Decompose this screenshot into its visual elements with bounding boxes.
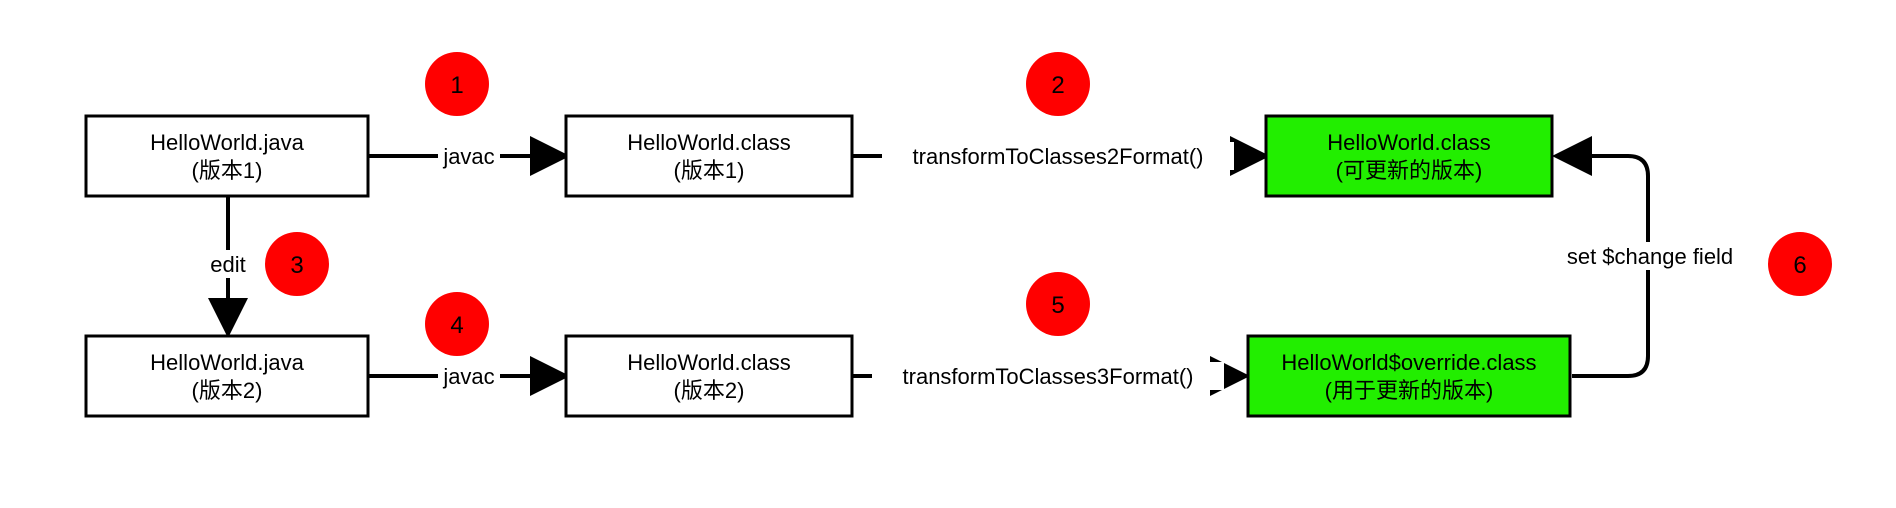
step-badge-2-circle [1026, 52, 1090, 116]
step-badge-1-number: 1 [450, 72, 463, 99]
node-class-v1-subtitle: (版本1) [674, 158, 745, 183]
node-class-v2: HelloWorld.class (版本2) [564, 334, 854, 418]
edge-transform-3-label: transformToClasses3Format() [903, 364, 1194, 389]
step-badge-3: 3 [265, 232, 329, 296]
edge-edit: edit [202, 196, 254, 338]
edge-set-change: set $change field [1548, 136, 1750, 378]
node-java-v1-subtitle: (版本1) [192, 158, 263, 183]
node-java-v1-box [84, 114, 370, 198]
node-class-v2-subtitle: (版本2) [674, 378, 745, 403]
edge-transform-2-label: transformToClasses2Format() [913, 144, 1204, 169]
node-class-v1: HelloWorld.class (版本1) [564, 114, 854, 198]
node-override-class-subtitle: (用于更新的版本) [1325, 378, 1494, 403]
node-java-v2: HelloWorld.java (版本2) [84, 334, 370, 418]
node-class-updatable-box [1264, 114, 1554, 198]
edge-javac-1-label: javac [442, 144, 494, 169]
step-badge-5-circle [1026, 272, 1090, 336]
step-badge-5: 5 [1026, 272, 1090, 336]
step-badge-3-number: 3 [290, 252, 303, 279]
edges: javac transformToClasses2Format() edit j… [202, 136, 1750, 396]
edge-set-change-label-bg [1548, 242, 1750, 270]
edge-transform-2-label-bg [882, 142, 1234, 170]
edge-edit-label: edit [210, 252, 245, 277]
node-class-v2-box [564, 334, 854, 418]
step-badge-2-number: 2 [1051, 72, 1064, 99]
step-badge-6: 6 [1768, 232, 1832, 296]
node-class-v2-title: HelloWorld.class [627, 350, 790, 375]
node-class-v1-title: HelloWorld.class [627, 130, 790, 155]
node-java-v2-subtitle: (版本2) [192, 378, 263, 403]
node-java-v2-title: HelloWorld.java [150, 350, 304, 375]
edge-javac-2-label: javac [442, 364, 494, 389]
node-class-updatable-title: HelloWorld.class [1327, 130, 1490, 155]
edge-javac-2: javac [368, 356, 570, 396]
step-badges: 1 2 3 4 5 6 [265, 52, 1832, 356]
edge-javac-1: javac [368, 136, 570, 176]
step-badge-4-circle [425, 292, 489, 356]
step-badge-3-circle [265, 232, 329, 296]
edge-transform-3: transformToClasses3Format() [853, 356, 1250, 396]
step-badge-4: 4 [425, 292, 489, 356]
node-override-class: HelloWorld$override.class (用于更新的版本) [1246, 334, 1572, 418]
node-java-v1-title: HelloWorld.java [150, 130, 304, 155]
edge-javac-2-label-bg [438, 362, 500, 390]
step-badge-5-number: 5 [1051, 292, 1064, 319]
step-badge-6-number: 6 [1793, 252, 1806, 279]
node-java-v2-box [84, 334, 370, 418]
step-badge-1: 1 [425, 52, 489, 116]
node-override-class-box [1246, 334, 1572, 418]
node-java-v1: HelloWorld.java (版本1) [84, 114, 370, 198]
step-badge-4-number: 4 [450, 312, 463, 339]
edge-transform-2: transformToClasses2Format() [853, 136, 1270, 176]
node-class-v1-box [564, 114, 854, 198]
step-badge-2: 2 [1026, 52, 1090, 116]
edge-edit-label-bg [202, 250, 254, 278]
edge-transform-3-label-bg [872, 362, 1224, 390]
node-override-class-title: HelloWorld$override.class [1281, 350, 1536, 375]
edge-set-change-label: set $change field [1567, 244, 1733, 269]
node-class-updatable-subtitle: (可更新的版本) [1336, 158, 1483, 183]
step-badge-6-circle [1768, 232, 1832, 296]
step-badge-1-circle [425, 52, 489, 116]
nodes: HelloWorld.java (版本1) HelloWorld.class (… [84, 114, 1572, 418]
edge-javac-1-label-bg [438, 142, 500, 170]
node-class-updatable: HelloWorld.class (可更新的版本) [1264, 114, 1554, 198]
